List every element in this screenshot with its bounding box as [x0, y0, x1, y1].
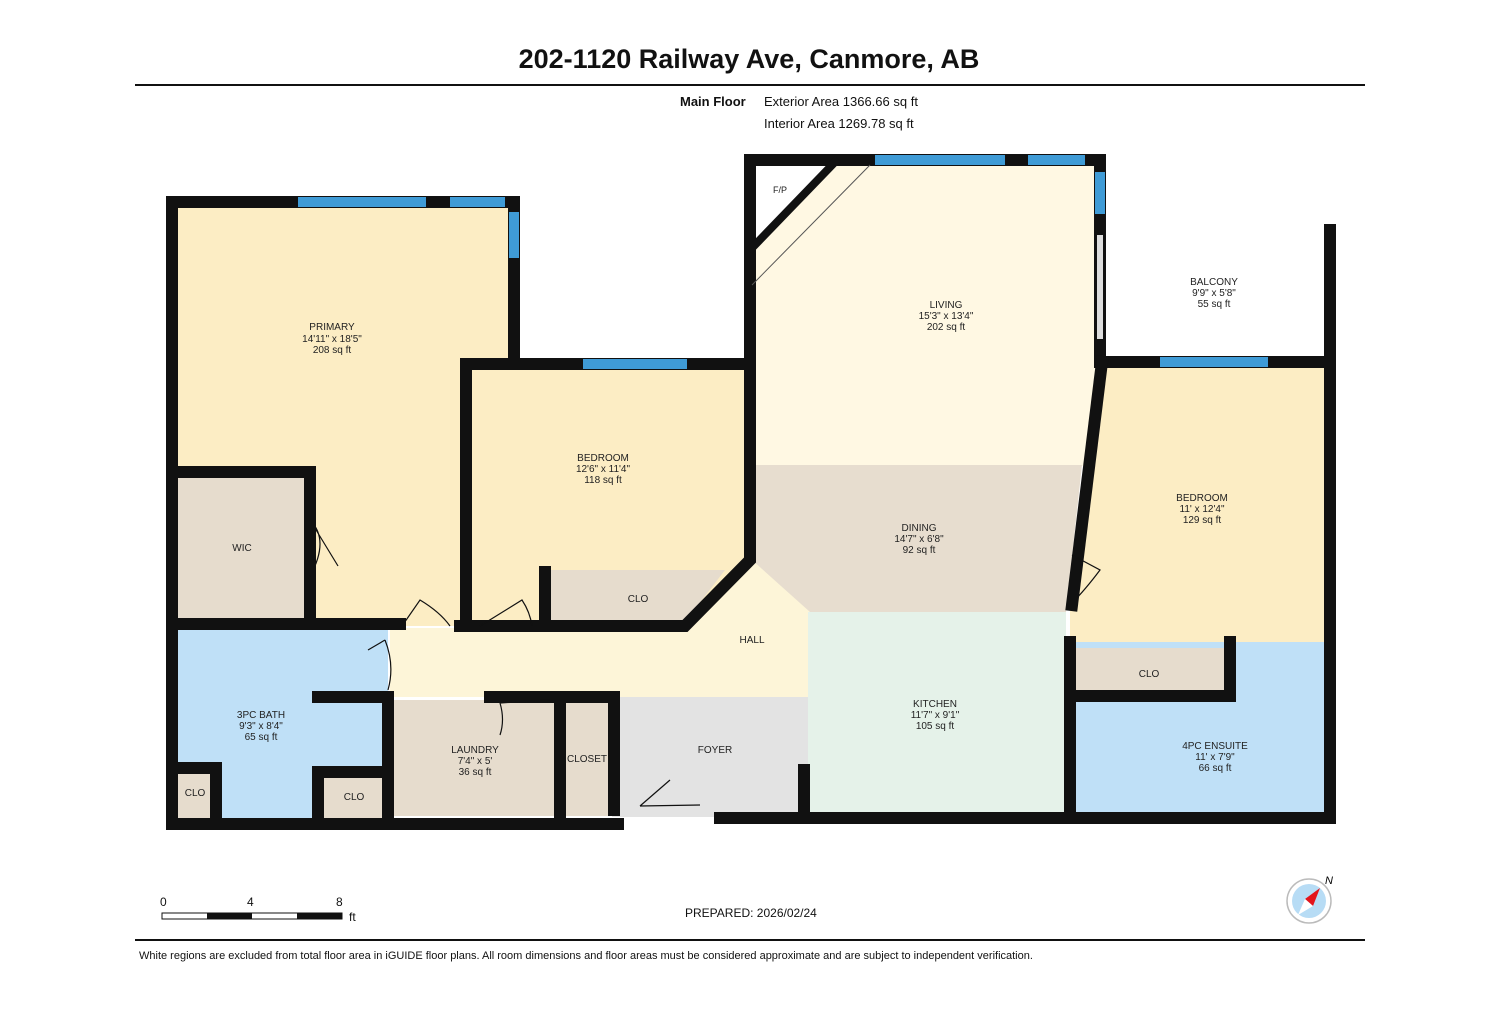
- compass-north-icon: N: [1286, 875, 1333, 924]
- room-dims: 12'6" x 11'4": [576, 464, 631, 475]
- window: [875, 155, 1005, 165]
- page-title: 202-1120 Railway Ave, Canmore, AB: [518, 44, 980, 74]
- room-area: 36 sq ft: [459, 767, 492, 778]
- scale-tick: 0: [160, 895, 167, 909]
- windows: [298, 155, 1268, 369]
- window: [1095, 172, 1105, 214]
- footer-divider: [135, 939, 1365, 941]
- doors: [309, 519, 1101, 807]
- room-name: CLO: [628, 594, 649, 605]
- room-dims: 9'9" x 5'8": [1192, 288, 1236, 299]
- room-name: BALCONY: [1190, 277, 1238, 288]
- window: [1160, 357, 1268, 367]
- room-dims: 9'3" x 8'4": [239, 721, 283, 732]
- room-name: LIVING: [930, 300, 963, 311]
- room-living: [750, 160, 1100, 466]
- interior-area: Interior Area 1269.78 sq ft: [764, 116, 914, 131]
- room-name: F/P: [773, 185, 787, 195]
- room-dims: 11'7" x 9'1": [911, 710, 960, 721]
- room-name: BEDROOM: [1176, 493, 1228, 504]
- room-dining: [752, 465, 1082, 612]
- room-name: PRIMARY: [309, 322, 355, 333]
- room-dims: 14'7" x 6'8": [894, 534, 944, 545]
- room-name: CLO: [1139, 669, 1160, 680]
- room-name: 3PC BATH: [237, 710, 285, 721]
- disclaimer: White regions are excluded from total fl…: [139, 950, 1033, 962]
- exterior-area: Exterior Area 1366.66 sq ft: [764, 94, 918, 109]
- balcony-door: [1097, 235, 1103, 339]
- room-name: BEDROOM: [577, 453, 629, 464]
- room-name: DINING: [902, 523, 937, 534]
- room-name: 4PC ENSUITE: [1182, 741, 1248, 752]
- floor-name: Main Floor: [680, 94, 746, 109]
- room-area: 129 sq ft: [1183, 515, 1222, 526]
- scale-tick: 4: [247, 895, 254, 909]
- room-name: LAUNDRY: [451, 745, 499, 756]
- room-area: 66 sq ft: [1199, 763, 1232, 774]
- room-name: WIC: [232, 543, 251, 554]
- scale-tick: 8: [336, 895, 343, 909]
- room-dims: 14'11" x 18'5": [302, 334, 362, 345]
- room-foyer: [612, 697, 808, 817]
- compass-label: N: [1325, 875, 1333, 887]
- room-name: CLO: [344, 792, 365, 803]
- room-area: 65 sq ft: [245, 732, 278, 743]
- room-area: 202 sq ft: [927, 322, 966, 333]
- room-area: 105 sq ft: [916, 721, 955, 732]
- room-kitchen: [808, 612, 1066, 818]
- room-labels: PRIMARY 14'11" x 18'5" 208 sq ft BEDROOM…: [185, 185, 1248, 803]
- room-dims: 7'4" x 5': [458, 756, 493, 767]
- prepared-date: PREPARED: 2026/02/24: [685, 906, 817, 920]
- room-bedroom-2: [1070, 362, 1324, 642]
- room-dims: 11' x 7'9": [1195, 752, 1235, 763]
- room-dims: 15'3" x 13'4": [919, 311, 974, 322]
- room-clo-bed2: [1070, 648, 1230, 696]
- scale-bar: 0 4 8 ft: [160, 895, 356, 924]
- room-area: 118 sq ft: [584, 475, 622, 486]
- room-name: CLOSET: [567, 754, 607, 765]
- room-clo-bath-a: [172, 768, 216, 818]
- header-divider: [135, 84, 1365, 86]
- window: [1028, 155, 1085, 165]
- room-dims: 11' x 12'4": [1180, 504, 1225, 515]
- window: [450, 197, 505, 207]
- room-area: 92 sq ft: [903, 545, 936, 556]
- room-area: 208 sq ft: [313, 345, 352, 356]
- room-name: KITCHEN: [913, 699, 957, 710]
- room-name: CLO: [185, 788, 206, 799]
- room-area: 55 sq ft: [1198, 299, 1231, 310]
- room-name: HALL: [739, 635, 764, 646]
- room-clo-bed1: [545, 570, 725, 622]
- window: [583, 359, 687, 369]
- room-closet: [562, 700, 614, 816]
- window: [509, 212, 519, 258]
- room-name: FOYER: [698, 745, 732, 756]
- scale-unit: ft: [349, 910, 356, 924]
- room-wic: [172, 472, 308, 622]
- window: [298, 197, 426, 207]
- room-laundry: [388, 700, 558, 816]
- room-clo-bath-b: [318, 772, 388, 818]
